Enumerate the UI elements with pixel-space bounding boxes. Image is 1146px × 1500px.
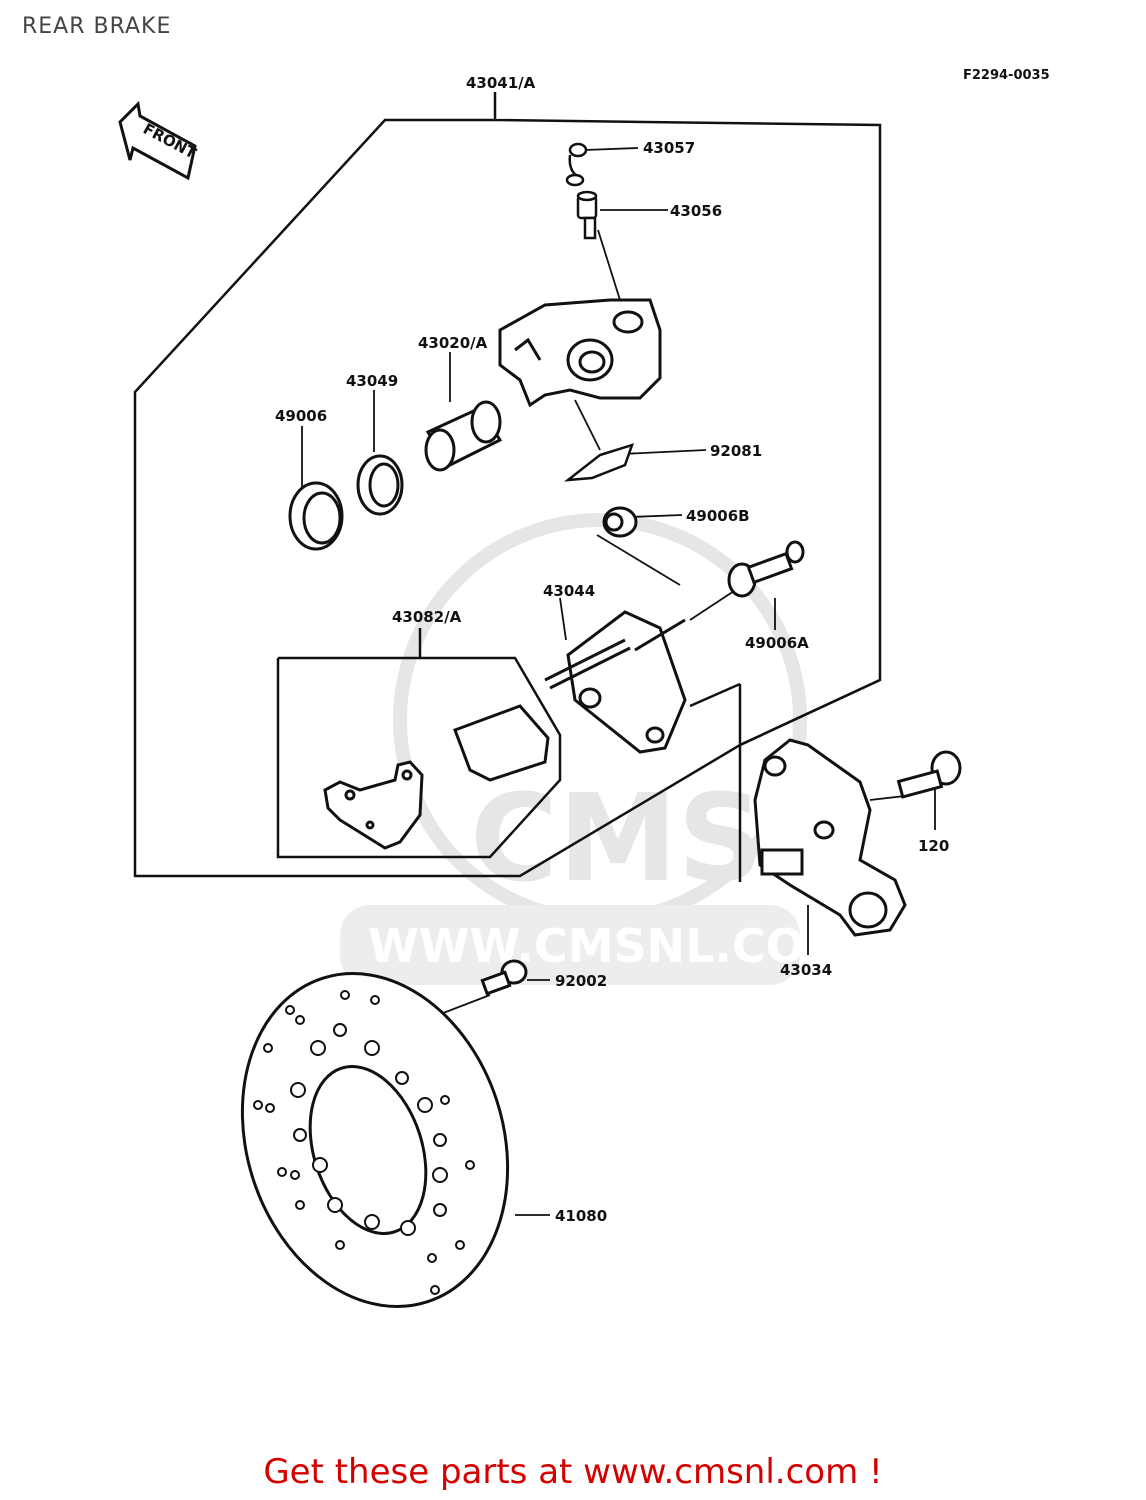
dust-seal-part <box>288 481 344 551</box>
exploded-parts-diagram: CMS WWW.CMSNL.COM FRONT <box>118 74 962 1308</box>
callout-43020a: 43020/A <box>418 334 488 352</box>
callout-43082a: 43082/A <box>392 608 462 626</box>
pad-assembly-outline <box>276 628 562 859</box>
brake-disc-part <box>240 972 510 1308</box>
page-title: REAR BRAKE <box>22 14 172 39</box>
brake-pads-part <box>323 704 550 850</box>
diagram-code: F2294-0035 <box>963 68 1050 83</box>
bolt-92002-part <box>480 959 528 996</box>
piston-seal-part <box>356 454 404 516</box>
watermark-url: WWW.CMSNL.COM <box>368 919 851 973</box>
caliper-holder-part <box>753 738 907 937</box>
piston-part <box>424 400 503 472</box>
bleed-valve-part <box>576 190 598 240</box>
caliper-assembly-outline <box>133 92 882 882</box>
cmsnl-footer-link[interactable]: Get these parts at www.cmsnl.com ! <box>263 1452 883 1492</box>
callout-43044: 43044 <box>543 582 595 600</box>
callout-120: 120 <box>918 837 949 855</box>
callout-43041a: 43041/A <box>466 74 536 92</box>
callout-43049: 43049 <box>346 372 398 390</box>
bolt-120-part <box>896 750 962 799</box>
callout-49006b: 49006B <box>686 507 750 525</box>
callout-49006a: 49006A <box>745 634 809 652</box>
bleed-cap-part <box>565 142 588 187</box>
callout-92081: 92081 <box>710 442 762 460</box>
cmsnl-watermark: CMS WWW.CMSNL.COM <box>340 513 851 985</box>
callout-labels: 43041/A 43057 43056 43020/A 43049 49006 … <box>275 74 949 1225</box>
callout-92002: 92002 <box>555 972 607 990</box>
callout-43057: 43057 <box>643 139 695 157</box>
pad-spring-part <box>563 443 635 482</box>
caliper-bracket-part <box>544 610 687 754</box>
watermark-logo: CMS <box>470 770 764 909</box>
front-arrow-icon: FRONT <box>118 100 200 181</box>
boot-49006b-part <box>602 506 638 538</box>
callout-43034: 43034 <box>780 961 832 979</box>
callout-49006: 49006 <box>275 407 327 425</box>
callout-43056: 43056 <box>670 202 722 220</box>
callout-41080: 41080 <box>555 1207 607 1225</box>
pin-boot-49006a-part <box>727 540 805 598</box>
caliper-body-part <box>498 298 662 408</box>
